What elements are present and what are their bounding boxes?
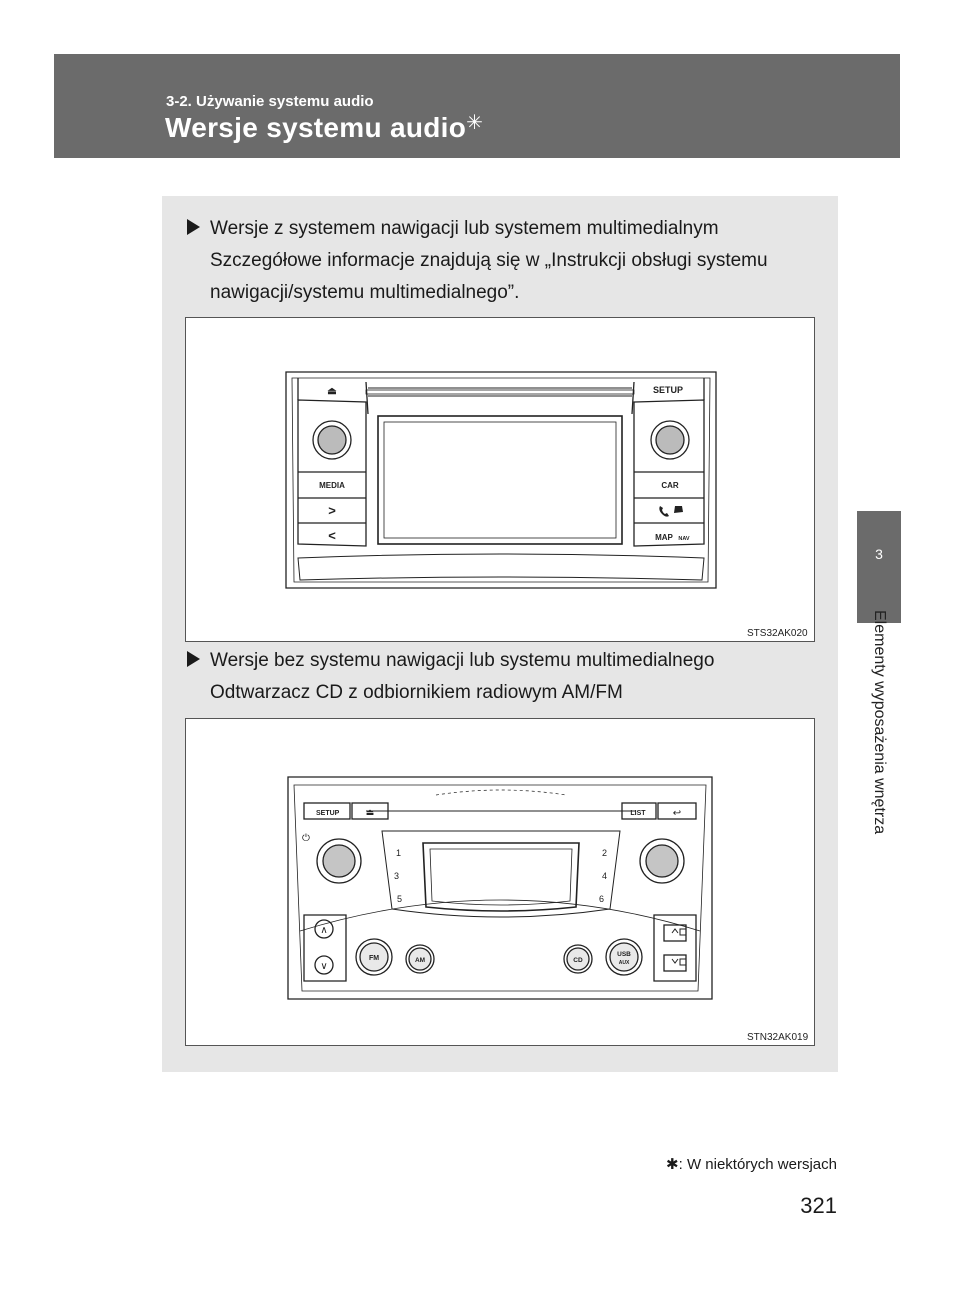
nav-screen [383, 421, 617, 539]
footnote: ✱: W niektórych wersjach [666, 1155, 837, 1173]
footnote-asterisk-icon: ✱ [666, 1156, 679, 1173]
radio-seek-right-panel [653, 914, 697, 982]
radio-am-label[interactable]: AM [415, 957, 425, 964]
radio-usb-label[interactable]: USB [617, 951, 631, 958]
asterisk-icon: ✳ [466, 112, 484, 134]
seek-down-icon[interactable]: ∨ [320, 961, 327, 972]
footnote-text: : W niektórych wersjach [678, 1156, 837, 1173]
radio-am-button [405, 944, 435, 974]
radio-cd-label[interactable]: CD [573, 957, 583, 964]
nav-prev-label[interactable]: < [328, 528, 336, 543]
page-title: Wersje systemu audio✳ [165, 112, 483, 144]
radio-usb-button [605, 938, 643, 976]
nav-car-label[interactable]: CAR [661, 481, 679, 490]
cd-radio-illustration: SETUP ⏏ LIST ↩ ⏻ 1 2 3 4 5 6 FM AM CD US… [287, 776, 713, 1000]
section-heading: 3-2. Używanie systemu audio [166, 93, 374, 110]
radio-center-panel [381, 830, 621, 918]
navigation-unit-figure: ⏏ SETUP MEDIA > < CAR MAP NAV [185, 317, 815, 642]
section-item-1: Wersje z systemem nawigacji lub systemem… [187, 218, 719, 240]
figure-2-code: STN32AK019 [747, 1032, 809, 1043]
preset-5-label[interactable]: 5 [397, 894, 402, 904]
radio-fm-button [355, 938, 393, 976]
nav-eject-label[interactable]: ⏏ [327, 386, 337, 397]
radio-screen [429, 848, 573, 906]
radio-list-label[interactable]: LIST [630, 810, 646, 817]
nav-nav-label[interactable]: NAV [678, 536, 690, 542]
chapter-tab-label: Elementy wyposażenia wnętrza [871, 610, 888, 835]
preset-6-label[interactable]: 6 [599, 894, 604, 904]
chapter-tab[interactable] [857, 511, 901, 623]
nav-media-label[interactable]: MEDIA [319, 481, 345, 490]
radio-back-button [657, 802, 697, 820]
nav-outer-bezel [285, 371, 717, 589]
arrow-bullet-icon [187, 651, 200, 667]
radio-screen-frame [422, 842, 580, 912]
nav-right-panel [633, 399, 705, 547]
nav-right-knob [650, 420, 690, 460]
radio-fm-label[interactable]: FM [369, 955, 379, 962]
page-title-text: Wersje systemu audio [165, 112, 467, 143]
navigation-unit-illustration: ⏏ SETUP MEDIA > < CAR MAP NAV [285, 371, 717, 589]
radio-aux-label[interactable]: AUX [619, 960, 630, 966]
preset-1-label[interactable]: 1 [396, 848, 401, 858]
radio-seek-down-button [314, 955, 334, 975]
seek-up-icon[interactable]: ∧ [320, 925, 327, 936]
nav-left-knob [312, 420, 352, 460]
section-item-2: Wersje bez systemu nawigacji lub systemu… [187, 650, 714, 672]
radio-seek-up-button [314, 919, 334, 939]
arrow-bullet-icon [187, 219, 200, 235]
item-2-heading: Wersje bez systemu nawigacji lub systemu… [210, 650, 715, 671]
item-1-heading: Wersje z systemem nawigacji lub systemem… [210, 218, 719, 239]
radio-outer-bezel [287, 776, 713, 1000]
item-2-description: Odtwarzacz CD z odbiornikiem radiowym AM… [210, 682, 623, 703]
radio-back-label[interactable]: ↩ [673, 808, 681, 819]
header-bar [54, 54, 900, 158]
page-number: 321 [800, 1193, 837, 1218]
figure-1-code: STS32AK020 [747, 628, 808, 639]
chapter-tab-number: 3 [875, 546, 883, 562]
item-1-desc-line1: Szczegółowe informacje znajdują się w „I… [210, 250, 768, 271]
radio-eject-label[interactable]: ⏏ [366, 807, 375, 817]
radio-seek-left-panel [303, 914, 347, 982]
folder-up-button [663, 924, 687, 942]
nav-next-label[interactable]: > [328, 503, 336, 518]
phone-icon[interactable] [659, 506, 683, 517]
radio-cd-button [563, 944, 593, 974]
power-icon[interactable]: ⏻ [302, 833, 310, 844]
item-1-desc-line2: nawigacji/systemu multimedialnego”. [210, 282, 520, 303]
radio-setup-button [303, 802, 351, 820]
radio-volume-knob [316, 838, 362, 884]
preset-2-label[interactable]: 2 [602, 848, 607, 858]
nav-left-panel [297, 399, 367, 547]
preset-3-label[interactable]: 3 [394, 871, 399, 881]
nav-map-label[interactable]: MAP [655, 533, 673, 542]
preset-4-label[interactable]: 4 [602, 871, 607, 881]
item-1-description: Szczegółowe informacje znajdują się w „I… [210, 245, 768, 309]
cd-slot [365, 389, 635, 395]
nav-display-frame [377, 415, 623, 545]
radio-eject-button [351, 802, 389, 820]
cd-radio-figure: SETUP ⏏ LIST ↩ ⏻ 1 2 3 4 5 6 FM AM CD US… [185, 718, 815, 1046]
radio-tune-knob [639, 838, 685, 884]
folder-icon [671, 928, 687, 966]
radio-list-button [621, 802, 657, 820]
nav-bottom-trim [297, 553, 705, 581]
nav-setup-label[interactable]: SETUP [653, 385, 683, 395]
radio-setup-label[interactable]: SETUP [316, 810, 340, 817]
